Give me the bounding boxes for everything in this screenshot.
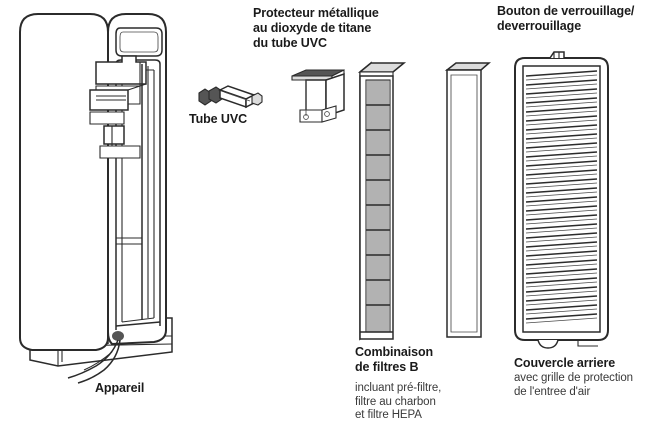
label-metal-protector: Protecteur métallique au dioxyde de tita… <box>253 6 379 50</box>
part-rear-cover-grille <box>514 51 609 349</box>
part-filter-b-cartridge <box>357 61 407 341</box>
part-titanium-dioxide-shield <box>291 69 345 123</box>
label-rear-cover-detail: avec grille de protection de l'entree d'… <box>514 372 633 398</box>
label-lock-button: Bouton de verrouillage/ deverrouillage <box>497 4 635 33</box>
label-uvc-tube: Tube UVC <box>189 112 247 126</box>
label-appliance: Appareil <box>95 381 145 395</box>
label-filter-combo-detail: incluant pré-filtre, filtre au charbon e… <box>355 382 442 422</box>
label-filter-combo-title: Combinaison de filtres B <box>355 345 434 374</box>
part-air-purifier-body <box>19 13 173 384</box>
part-uvc-lamp-tube <box>198 85 263 109</box>
label-rear-cover-title: Couvercle arriere <box>514 356 616 370</box>
part-filter-back-panel <box>444 62 491 338</box>
